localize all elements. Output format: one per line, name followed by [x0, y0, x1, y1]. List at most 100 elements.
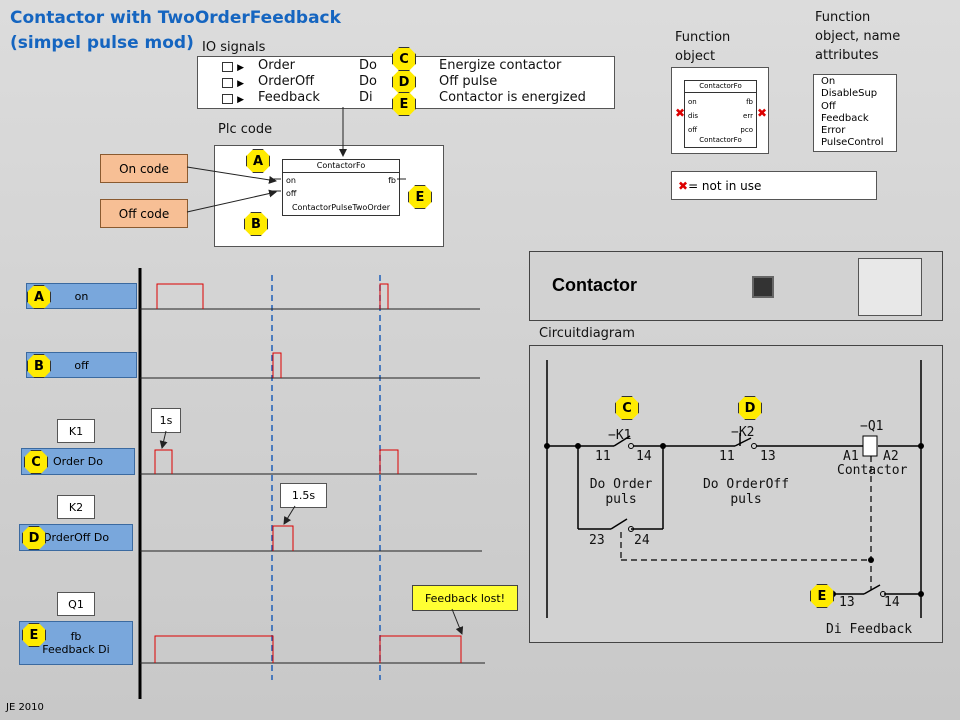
io-row-order: ▶: [222, 59, 244, 74]
q1-a1: A1: [843, 449, 859, 464]
checkbox-icon: [222, 93, 233, 104]
badge-c: C: [24, 450, 48, 474]
q1-label: −Q1: [860, 419, 884, 434]
attr-heading-2: object, name: [815, 29, 901, 44]
attr-heading: Function object, name attributes: [815, 8, 900, 65]
io-signals-heading: IO signals: [202, 40, 266, 55]
pin-on: on: [688, 98, 697, 106]
do-order-line1: Do Order: [589, 477, 653, 492]
attr-item: PulseControl: [821, 137, 884, 149]
io-name-order: Order: [258, 58, 295, 73]
aux-terminal-24: 24: [634, 533, 650, 548]
pulse-feedback-2: [379, 635, 462, 663]
io-desc-order: Energize contactor: [439, 58, 562, 73]
io-row-orderoff: ▶: [222, 75, 244, 90]
func-obj-name: ContactorFo: [699, 136, 742, 144]
contactor-device-icon: [858, 258, 922, 316]
contactor-label: Contactor: [552, 275, 637, 295]
badge-e: E: [408, 185, 432, 209]
attr-item: Off: [821, 100, 836, 112]
arrow-right-icon: ▶: [237, 79, 245, 89]
io-type-feedback: Di: [359, 90, 373, 105]
pulse-orderoff: [272, 525, 294, 551]
q1-contactor-label: Contactor: [837, 463, 908, 478]
plc-pin-off: off: [286, 189, 297, 198]
plc-heading: Plc code: [218, 122, 273, 137]
pulse-on-1: [156, 283, 204, 309]
k2-label: −K2: [731, 425, 755, 440]
page-title: Contactor with TwoOrderFeedback (simpel …: [10, 6, 341, 56]
plc-block-name: ContactorPulseTwoOrder: [291, 203, 391, 212]
io-name-orderoff: OrderOff: [258, 74, 315, 89]
do-off-line1: Do OrderOff: [702, 477, 790, 492]
off-code-box: Off code: [100, 199, 188, 228]
di-feedback-label: Di Feedback: [826, 622, 913, 637]
q1-a2: A2: [883, 449, 899, 464]
pulse-feedback-1: [154, 635, 274, 663]
attr-heading-1: Function: [815, 10, 871, 25]
badge-e: E: [810, 584, 834, 608]
do-order-line2: puls: [605, 492, 637, 507]
callout-1-5s: 1.5s: [280, 483, 327, 508]
k1-label: −K1: [608, 428, 632, 443]
signal-feedback-line2: Feedback Di: [42, 643, 110, 656]
badge-a: A: [246, 149, 270, 173]
pulse-on-2: [379, 283, 389, 309]
plc-pin-on: on: [286, 176, 296, 185]
k2-tag: K2: [57, 495, 95, 519]
badge-b: B: [244, 212, 268, 236]
func-obj-heading-2: object: [675, 49, 716, 64]
badge-e: E: [392, 92, 416, 116]
pin-err: err: [743, 112, 753, 120]
pin-fb: fb: [746, 98, 753, 106]
k2-terminal-13: 13: [760, 449, 776, 464]
pulse-order-1: [154, 449, 173, 474]
fb-terminal-13: 13: [839, 595, 855, 610]
plc-pin-fb: fb: [388, 176, 396, 185]
attr-item: Error: [821, 125, 846, 137]
callout-1s: 1s: [151, 408, 181, 433]
pin-pco: pco: [740, 126, 753, 134]
legend-box: ✖ = not in use: [671, 171, 877, 200]
on-code-box: On code: [100, 154, 188, 183]
attr-item: DisableSup: [821, 88, 878, 100]
io-desc-feedback: Contactor is energized: [439, 90, 586, 105]
attr-item: Feedback: [821, 112, 869, 124]
func-obj-heading: Function object: [675, 28, 730, 66]
do-off-line2: puls: [730, 492, 762, 507]
arrow-right-icon: ▶: [237, 63, 245, 73]
pulse-off: [272, 352, 282, 378]
badge-c: C: [615, 396, 639, 420]
do-order-label: Do Order puls: [588, 477, 654, 507]
callout-1-5s-arrow: [283, 505, 296, 525]
feedback-lost-callout: Feedback lost!: [412, 585, 518, 611]
pin-dis: dis: [688, 112, 699, 120]
io-row-feedback: ▶: [222, 91, 244, 106]
k2-terminal-11: 11: [719, 449, 735, 464]
not-in-use-icon: ✖: [678, 178, 689, 193]
not-in-use-icon: ✖: [757, 106, 768, 120]
legend-text: = not in use: [688, 178, 762, 193]
title-line2: (simpel pulse mod): [10, 33, 194, 53]
do-off-label: Do OrderOff puls: [701, 477, 791, 507]
badge-b: B: [27, 354, 51, 378]
callout-1s-arrow: [159, 430, 168, 449]
plc-function-block: ContactorFo on off fb ContactorPulseTwoO…: [282, 159, 400, 216]
k1-terminal-14: 14: [636, 449, 652, 464]
signal-feedback-line1: fb: [70, 630, 82, 643]
footer-credit: JE 2010: [6, 702, 44, 713]
func-obj-box: ContactorFo on dis off fb err pco Contac…: [671, 67, 769, 154]
io-type-orderoff: Do: [359, 74, 377, 89]
io-desc-orderoff: Off pulse: [439, 74, 498, 89]
attr-list: On DisableSup Off Feedback Error PulseCo…: [813, 74, 897, 152]
func-obj-left-pins: on dis off: [688, 95, 698, 137]
arrow-right-icon: ▶: [237, 95, 245, 105]
pulse-order-2: [379, 449, 399, 474]
badge-a: A: [27, 285, 51, 309]
badge-d: D: [22, 526, 46, 550]
pin-off: off: [688, 126, 698, 134]
attr-heading-3: attributes: [815, 48, 879, 63]
contactor-panel: Contactor: [529, 251, 943, 321]
io-type-order: Do: [359, 58, 377, 73]
badge-d: D: [392, 70, 416, 94]
